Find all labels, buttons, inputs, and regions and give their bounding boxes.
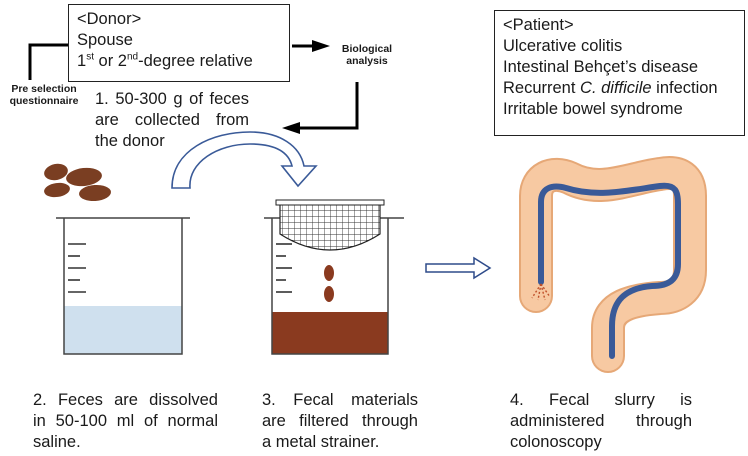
beaker-strainer-icon xyxy=(264,199,404,355)
patient-cdiff: Recurrent C. difficile infection xyxy=(503,79,718,97)
patient-behcet: Intestinal Behçet’s disease xyxy=(503,58,699,76)
slurry-spray-icon xyxy=(531,283,551,301)
step3-row3: a metal strainer. xyxy=(262,433,380,451)
biological-return-arrow xyxy=(282,82,359,134)
colonoscope-icon xyxy=(538,182,681,359)
donor-spouse: Spouse xyxy=(77,31,133,49)
pre-selection-connector xyxy=(28,43,68,80)
patient-ulcerative-colitis: Ulcerative colitis xyxy=(503,37,623,55)
patient-box: <Patient> Ulcerative colitis Intestinal … xyxy=(494,10,745,136)
beaker-saline-icon xyxy=(56,217,190,355)
feces-icon xyxy=(44,163,111,202)
colon-icon xyxy=(519,156,707,373)
biological-analysis-label: Biological analysis xyxy=(341,43,393,67)
donor-relative: 1st or 2nd-degree relative xyxy=(77,51,253,70)
pre-selection-label: Pre selection questionnaire xyxy=(9,83,79,107)
donor-box: <Donor> Spouse 1st or 2nd-degree relativ… xyxy=(68,4,290,82)
patient-header: <Patient> xyxy=(503,16,574,34)
curved-transfer-arrow xyxy=(171,131,318,189)
donor-header: <Donor> xyxy=(77,10,142,28)
step4-row3: colonoscopy xyxy=(510,433,602,451)
patient-ibs: Irritable bowel syndrome xyxy=(503,100,683,118)
step2-row3: saline. xyxy=(33,433,81,451)
metal-strainer-icon xyxy=(279,203,381,251)
flow-arrow xyxy=(425,256,492,280)
biological-analysis-arrow xyxy=(292,40,330,52)
step1-row3: the donor xyxy=(95,132,165,150)
